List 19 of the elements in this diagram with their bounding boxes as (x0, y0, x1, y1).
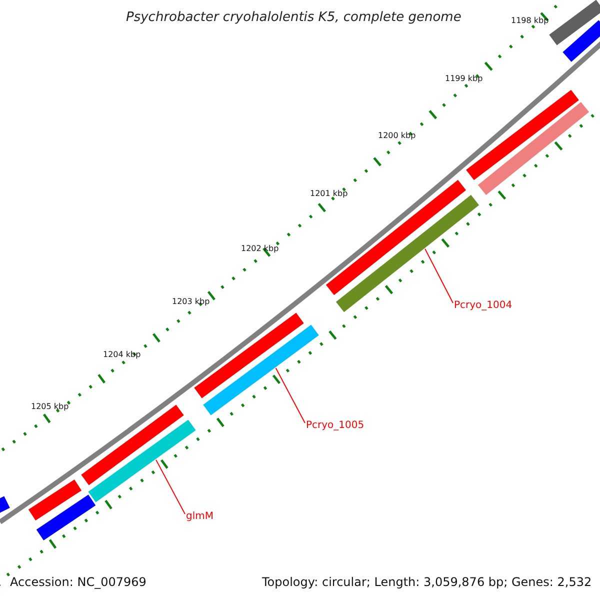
footer-text: Topology: circular; Length: 3,059,876 bp; Genes: 2,532 (262, 575, 592, 589)
scale-label: 1198 kbp (511, 16, 549, 25)
gene-label: Pcryo_1005 (306, 420, 364, 431)
leader-line (424, 248, 454, 304)
scale-label: 1199 kbp (445, 74, 483, 83)
scale-label: 1200 kbp (378, 131, 416, 140)
scale-label: 1204 kbp (103, 350, 141, 359)
footer-text: Accession: NC_007969 (10, 575, 146, 589)
gene-bar (203, 324, 319, 416)
gene-label: Pcryo_1004 (454, 300, 512, 311)
leader-line (275, 368, 306, 424)
scale-label: 1205 kbp (31, 402, 69, 411)
leader-line (156, 459, 186, 514)
scale-label: 1203 kbp (172, 297, 210, 306)
gene-label: glmM (186, 511, 214, 522)
scale-label: 1201 kbp (310, 189, 348, 198)
scale-label: 1202 kbp (241, 244, 279, 253)
map-title: Psychrobacter cryohalolentis K5, complete genome (126, 10, 462, 25)
gene-bar (88, 420, 196, 502)
